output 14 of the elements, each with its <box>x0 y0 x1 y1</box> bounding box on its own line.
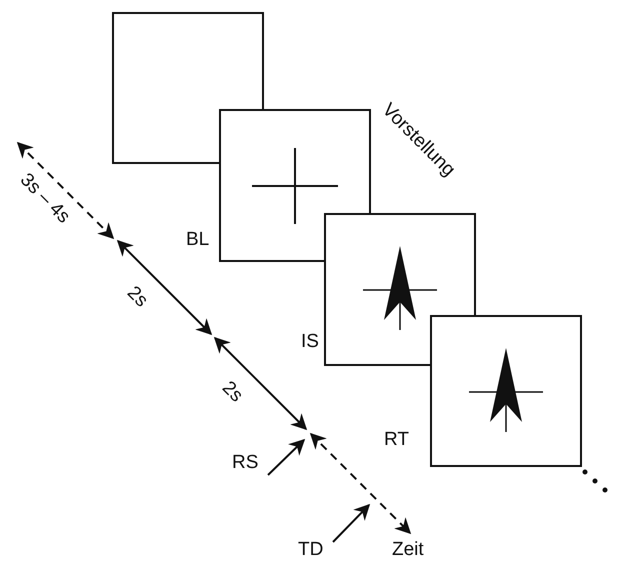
event-label: TD <box>298 540 324 559</box>
screen-label: BL <box>186 230 210 249</box>
screen-label: RT <box>384 430 409 449</box>
leader-arrow <box>332 504 370 543</box>
duration-label: 2s <box>124 283 152 311</box>
leader-arrow <box>267 438 306 476</box>
screen-box <box>219 109 371 262</box>
duration-label: 3s – 4s <box>16 170 74 227</box>
screen-box <box>430 315 582 467</box>
event-label: RS <box>232 453 258 472</box>
screen-box <box>324 213 476 366</box>
axis-label: Zeit <box>392 540 424 559</box>
duration-label: 2s <box>218 378 246 406</box>
screen-label: IS <box>301 332 319 351</box>
